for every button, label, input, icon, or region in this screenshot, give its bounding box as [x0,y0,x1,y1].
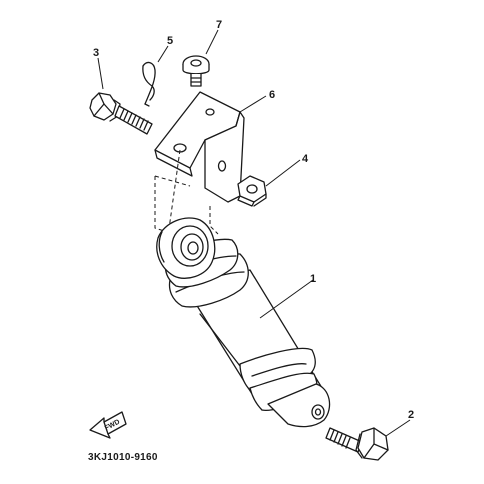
nut-drawing [237,175,267,207]
callout-1: 1 [310,273,316,285]
upper-bolt-drawing [89,92,153,135]
shock-absorber-drawing [156,217,331,428]
callout-5: 5 [167,35,173,47]
callout-6: 6 [269,89,275,101]
bracket-bolt-drawing [182,55,210,87]
callout-3: 3 [93,47,99,59]
callout-2: 2 [408,409,414,421]
callout-4: 4 [302,153,309,165]
callout-7: 7 [216,19,222,31]
alignment-lines [154,149,219,237]
front-direction-arrow: FWD [89,411,127,439]
lower-bolt-drawing [325,427,389,461]
part-code: 3KJ1010-9160 [88,452,158,463]
clip-drawing [142,61,156,107]
bracket-drawing [154,91,245,203]
